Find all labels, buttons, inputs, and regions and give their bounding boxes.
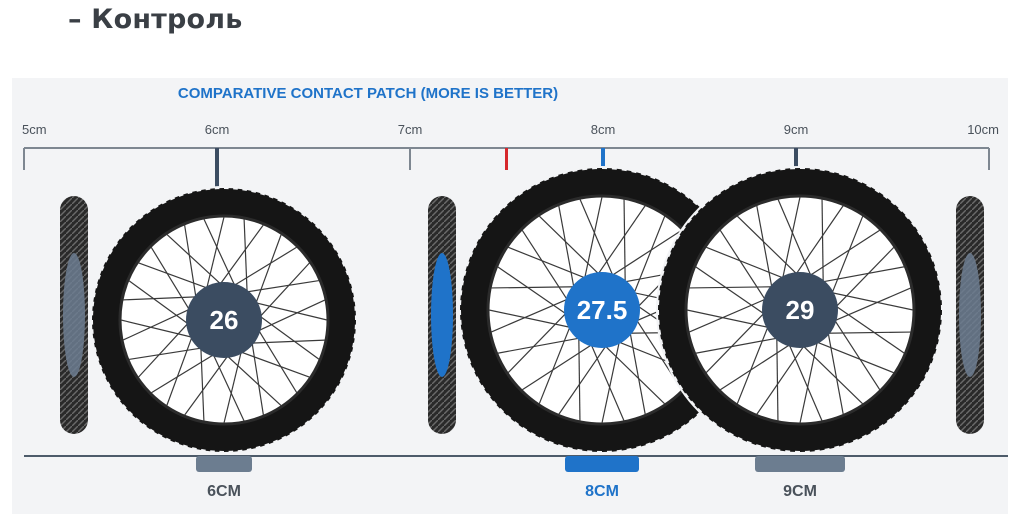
tire — [93, 189, 355, 451]
ruler-tick-label: 8cm — [591, 122, 616, 137]
contact-patch-bar — [755, 456, 845, 472]
contact-patch-label: 6CM — [207, 483, 241, 500]
contact-patches-group: 6CM 8CM 9CM — [196, 456, 845, 500]
side-tire-29 — [956, 196, 984, 434]
contact-patch-bar — [565, 456, 639, 472]
hub-badge — [186, 282, 262, 358]
wheel-27-5: 27.5 — [458, 148, 746, 454]
ruler-tick-label: 6cm — [205, 122, 230, 137]
ruler-tick-label: 7cm — [398, 122, 423, 137]
page-heading: – Контроль — [68, 4, 243, 35]
wheel-size-label: 26 — [210, 305, 239, 335]
contact-patch-bar — [196, 456, 252, 472]
wheel-size-label: 27.5 — [577, 295, 628, 325]
side-tire-26 — [60, 196, 88, 434]
hub-badge — [762, 272, 838, 348]
wheel-size-label: 29 — [786, 295, 815, 325]
contact-patch-label: 9CM — [783, 483, 817, 500]
hub-badge — [564, 272, 640, 348]
spokes — [686, 196, 914, 424]
wheel-29: 29 — [656, 148, 944, 454]
side-tire-27-5 — [428, 196, 456, 434]
wheels-group: 26 27.5 29 — [90, 148, 944, 454]
tire — [659, 169, 941, 451]
spokes — [120, 216, 328, 424]
contact-patch-diagram: COMPARATIVE CONTACT PATCH (MORE IS BETTE… — [12, 78, 1008, 514]
contact-patch-label: 8CM — [585, 483, 619, 500]
ruler-tick-label: 9cm — [784, 122, 809, 137]
figure-title: COMPARATIVE CONTACT PATCH (MORE IS BETTE… — [178, 85, 558, 102]
wheel-26: 26 — [90, 148, 358, 454]
contact-patch-figure: COMPARATIVE CONTACT PATCH (MORE IS BETTE… — [12, 78, 1008, 514]
ruler-tick-label: 5cm — [22, 122, 47, 137]
ruler-tick-label: 10cm — [967, 122, 999, 137]
